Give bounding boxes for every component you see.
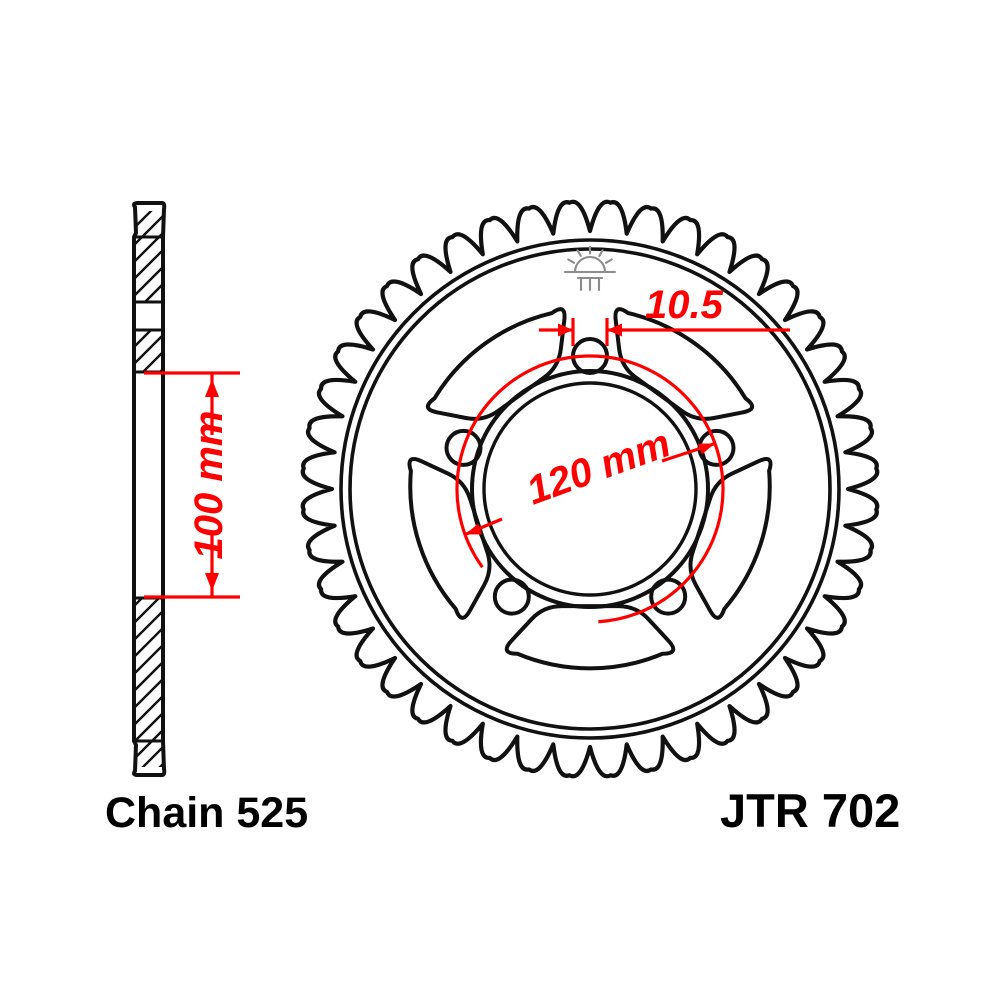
section-hatch [134,245,163,284]
dim-arrow-bottom [205,573,219,591]
dim-arrow-bolt-circle [697,443,715,455]
sunrise-ray [567,258,576,264]
dim-arrow-bolt-circle [465,523,483,535]
bolt-circle-arc [455,354,725,624]
sunrise-dome [573,256,607,274]
dim-arrow-left [558,323,573,337]
section-hatch [134,643,163,676]
centre-bore-circle [482,381,698,597]
bolt-hole [492,577,531,616]
section-hatch [134,626,163,659]
centre-bore-dimension-text: 100 mm [187,411,231,560]
sunrise-ray [598,249,604,258]
bolt-hole-dimension-text: 10.5 [645,283,724,327]
section-hatch [158,762,163,767]
rim-outer-circle [339,238,841,740]
section-hatch [134,262,163,301]
lightening-window [504,604,676,671]
sunrise-ray [576,249,582,258]
section-hatch [134,228,163,267]
bolt-hole-diameter-dimension: 10.5 [539,283,790,346]
bolt-hole [649,577,688,616]
section-hatch [134,211,163,250]
front-view [300,199,880,779]
section-hatch [134,347,163,372]
section-hatch [134,694,163,727]
lightening-window [688,457,773,620]
lightening-windows [407,307,773,671]
section-profile-outline [132,201,167,777]
chain-size-label: Chain 525 [105,789,308,837]
sprocket-teeth-outline [300,199,880,779]
section-hatch [134,598,161,625]
section-hatch [134,609,163,642]
bolt-hole [444,428,483,467]
section-hatching-lower [134,598,163,767]
dim-arrow-top [205,379,219,397]
part-number-label: JTR 702 [720,784,900,837]
lightening-window [425,307,567,421]
section-hatch [134,677,163,710]
section-hatch [134,598,144,608]
lightening-window [407,457,492,620]
sunrise-ray [604,258,613,264]
centre-bore-dimension: 100 mm [144,371,240,599]
section-hatch [141,745,163,767]
sunrise-icon [563,245,617,292]
sunrise-base [576,276,604,292]
section-hatch [134,330,163,369]
lightening-window [613,307,755,421]
section-hatch [134,660,163,693]
dim-arrow-right [607,323,622,337]
